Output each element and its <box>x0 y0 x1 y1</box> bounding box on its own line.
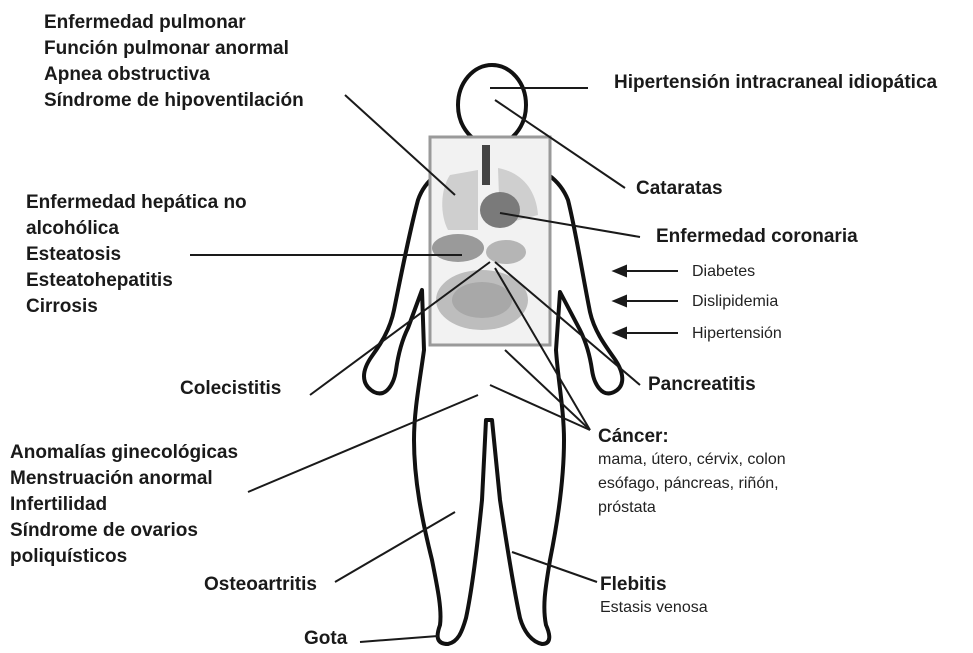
gout-label: Gota <box>304 626 347 652</box>
gyneco-label-4: Síndrome de ovarios <box>10 518 238 544</box>
osteoarthritis-label: Osteoartritis <box>204 572 317 598</box>
arrowhead-hypertension <box>614 328 626 338</box>
cancer-list: mama, útero, cérvix, colon esófago, pánc… <box>598 448 786 520</box>
arrowhead-diabetes <box>614 266 626 276</box>
intracranial-label: Hipertensión intracraneal idiopática <box>614 70 937 96</box>
pulmonary-label-4: Síndrome de hipoventilación <box>44 88 304 114</box>
dyslipidemia-label: Dislipidemia <box>692 290 778 314</box>
hypertension-label: Hipertensión <box>692 322 782 346</box>
line-cancer-3 <box>490 385 590 430</box>
pulmonary-label-3: Apnea obstructiva <box>44 62 304 88</box>
pulmonary-label-2: Función pulmonar anormal <box>44 36 304 62</box>
connector-lines <box>190 88 640 642</box>
gyneco-label-2: Menstruación anormal <box>10 466 238 492</box>
coronary-label: Enfermedad coronaria <box>656 224 858 250</box>
arrowhead-dyslipidemia <box>614 296 626 306</box>
line-phlebitis <box>512 552 597 582</box>
pulmonary-labels: Enfermedad pulmonar Función pulmonar ano… <box>44 10 304 114</box>
hepatic-label-3: Esteatosis <box>26 242 247 268</box>
gyneco-labels: Anomalías ginecológicas Menstruación ano… <box>10 440 238 570</box>
stomach <box>486 240 526 264</box>
pancreatitis-label: Pancreatitis <box>648 372 756 398</box>
hepatic-label-2: alcohólica <box>26 216 247 242</box>
head-outline <box>458 65 526 145</box>
pulmonary-label-1: Enfermedad pulmonar <box>44 10 304 36</box>
liver <box>432 234 484 262</box>
cancer-list-line-2: esófago, páncreas, riñón, <box>598 472 786 496</box>
phlebitis-sub: Estasis venosa <box>600 596 708 620</box>
cancer-list-line-1: mama, útero, cérvix, colon <box>598 448 786 472</box>
trachea <box>482 145 490 185</box>
diabetes-label: Diabetes <box>692 260 755 284</box>
line-cancer-2 <box>505 350 590 430</box>
phlebitis-title: Flebitis <box>600 572 667 598</box>
hepatic-label-1: Enfermedad hepática no <box>26 190 247 216</box>
heart <box>480 192 520 228</box>
cholecystitis-label: Colecistitis <box>180 376 281 402</box>
cataracts-label: Cataratas <box>636 176 723 202</box>
line-gout <box>360 636 438 642</box>
cancer-list-line-3: próstata <box>598 496 786 520</box>
line-gyneco <box>248 395 478 492</box>
gyneco-label-1: Anomalías ginecológicas <box>10 440 238 466</box>
line-osteoarthritis <box>335 512 455 582</box>
gyneco-label-3: Infertilidad <box>10 492 238 518</box>
hepatic-label-4: Esteatohepatitis <box>26 268 247 294</box>
hepatic-labels: Enfermedad hepática no alcohólica Esteat… <box>26 190 247 320</box>
hepatic-label-5: Cirrosis <box>26 294 247 320</box>
gyneco-label-5: poliquísticos <box>10 544 238 570</box>
risk-arrows <box>614 266 678 338</box>
cancer-title: Cáncer: <box>598 424 669 450</box>
intestines-inner <box>452 282 512 318</box>
